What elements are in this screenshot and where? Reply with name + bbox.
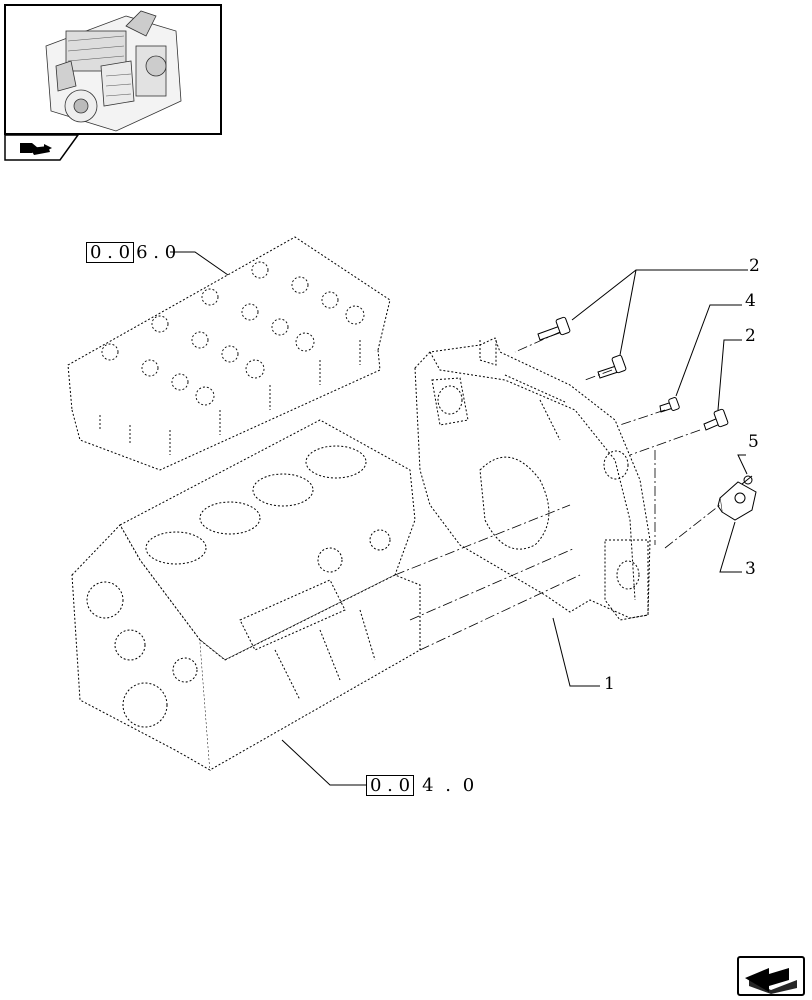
bolt-4 [659, 397, 680, 413]
ref-label-040[interactable]: 0 . 0 4 . 0 [366, 775, 477, 796]
ref-rest-part: 6 . 0 [136, 242, 177, 263]
callout-2-lower: 2 [745, 326, 756, 346]
callout-5: 5 [748, 432, 759, 452]
engine-thumbnail [4, 4, 222, 135]
bolt-2b [597, 354, 627, 379]
engine-thumbnail-icon [45, 10, 182, 132]
bolt-5 [741, 475, 753, 485]
ref-rest-part: 4 . 0 [422, 775, 478, 796]
bolt-2a [537, 316, 571, 341]
cover-plate-3 [717, 481, 757, 521]
callout-1: 1 [604, 674, 615, 694]
next-page-button[interactable] [737, 956, 805, 996]
callout-4: 4 [745, 291, 756, 311]
next-page-arrow-icon [745, 968, 797, 994]
cylinder-block [71, 419, 421, 771]
section-tab[interactable] [4, 134, 80, 162]
flywheel-housing [414, 337, 651, 619]
book-arrow-icon [20, 143, 52, 155]
bolt-2c [703, 408, 729, 431]
callout-2-top: 2 [749, 256, 760, 276]
callout-3: 3 [745, 559, 756, 579]
cylinder-head [67, 236, 391, 471]
ref-boxed-part: 0 . 0 [366, 775, 415, 796]
ref-boxed-part: 0 . 0 [86, 242, 135, 263]
